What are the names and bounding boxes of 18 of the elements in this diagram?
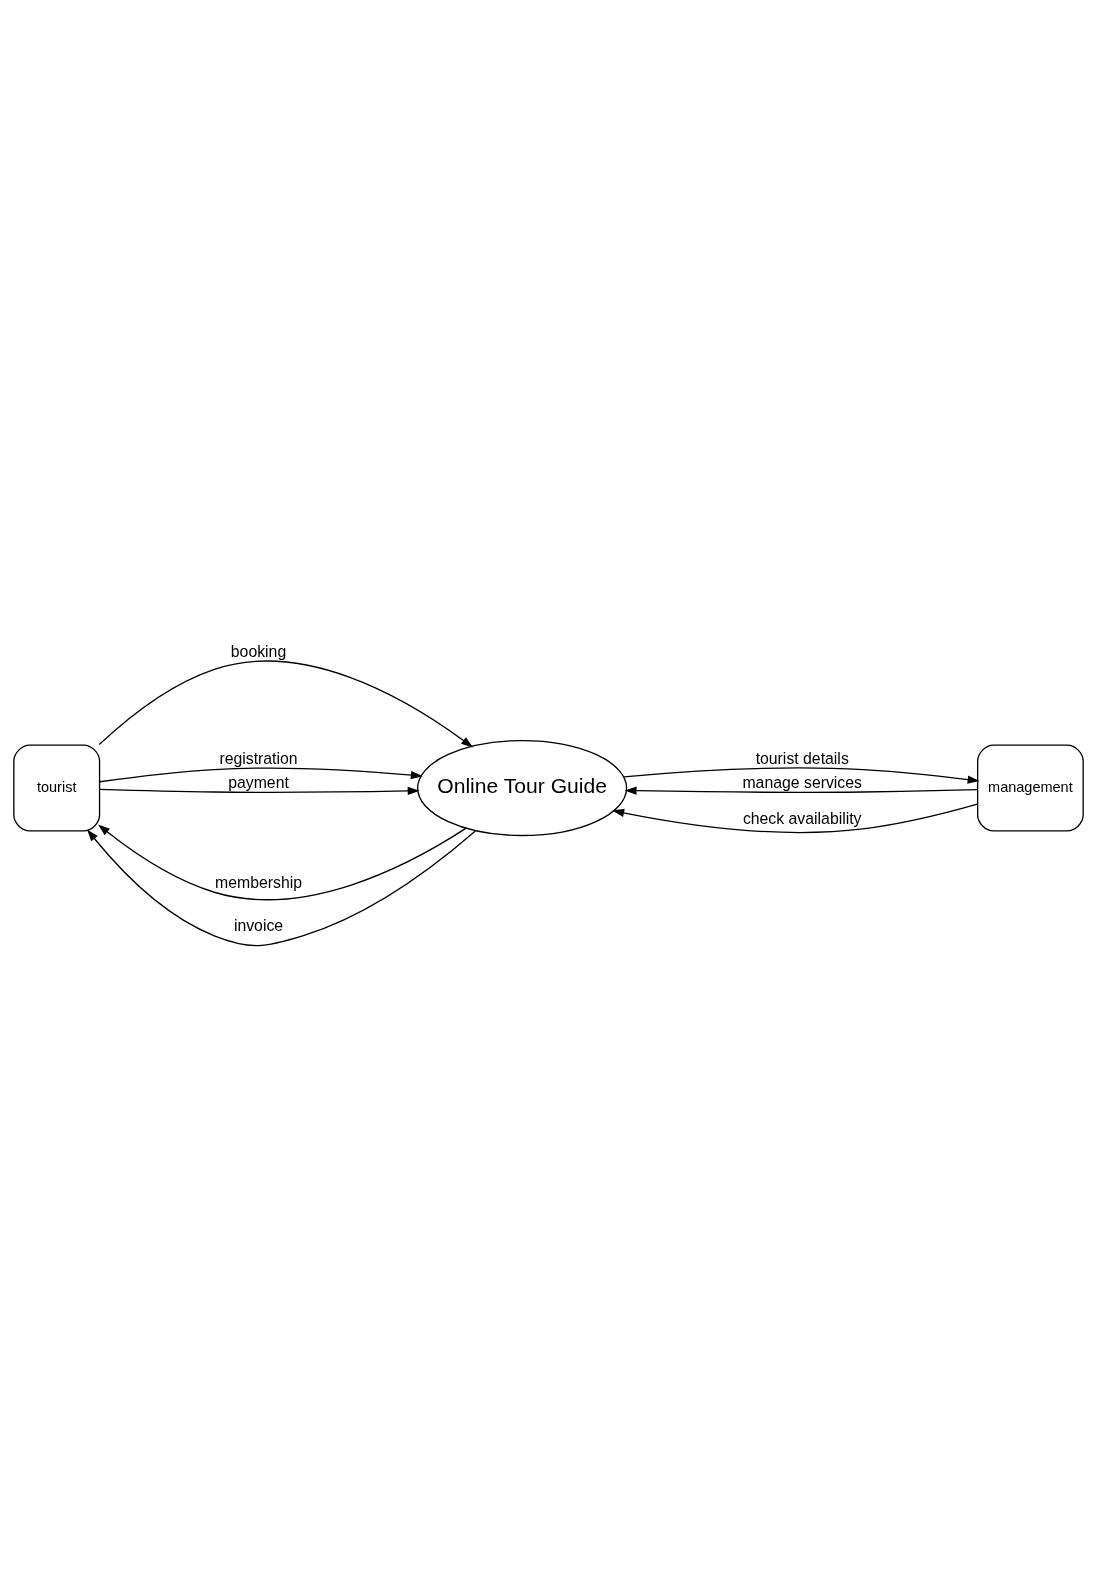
arrow bbox=[623, 767, 980, 784]
edge-label: membership bbox=[215, 873, 303, 891]
node-box: management bbox=[977, 744, 1084, 832]
arrow bbox=[87, 829, 477, 947]
arrow bbox=[98, 660, 473, 748]
arrow bbox=[624, 786, 979, 795]
edge-label: check availability bbox=[742, 810, 862, 828]
node-box: tourist bbox=[13, 744, 101, 832]
edge-label: invoice bbox=[233, 917, 284, 935]
edge-label: tourist details bbox=[755, 749, 849, 767]
edge-label: registration bbox=[219, 749, 298, 767]
arrow bbox=[98, 824, 467, 901]
edge-label: payment bbox=[228, 773, 289, 791]
edge-label: booking bbox=[230, 642, 287, 660]
edge-label: manage services bbox=[742, 773, 862, 791]
arrow bbox=[99, 767, 423, 783]
arrow bbox=[99, 786, 420, 796]
arrow bbox=[612, 803, 978, 834]
